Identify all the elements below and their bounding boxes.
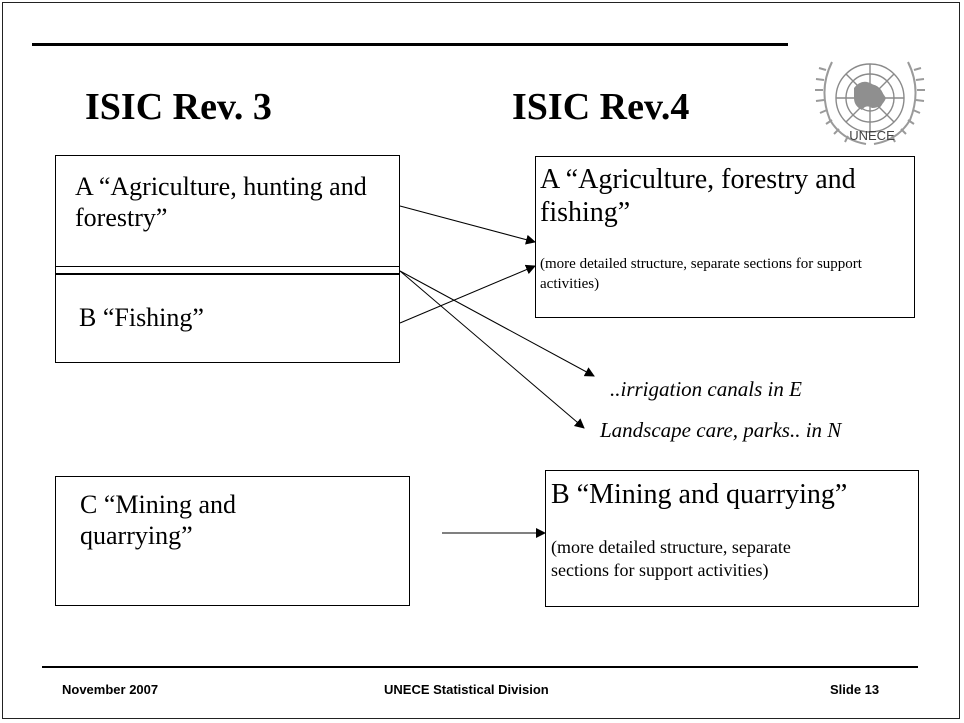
arrow-fishing-to-a <box>399 264 536 324</box>
rev3-separator-strip <box>55 266 400 274</box>
rev4-box-b-note: (more detailed structure, separate secti… <box>551 537 791 581</box>
rev3-box-b <box>55 274 400 363</box>
arrow-agriculture-to-a <box>399 205 536 245</box>
footer-date: November 2007 <box>62 682 159 697</box>
rev3-box-a-label: A “Agriculture, hunting and forestry” <box>75 172 367 232</box>
footer-rule <box>42 666 918 668</box>
rev3-box-c <box>55 476 410 606</box>
right-column-title: ISIC Rev.4 <box>512 86 690 128</box>
left-column-title: ISIC Rev. 3 <box>85 86 272 128</box>
arrow-strip-to-irrigation <box>399 270 595 377</box>
rev4-box-a-label: A “Agriculture, forestry and fishing” <box>540 164 856 229</box>
unece-logo-label: UNECE <box>849 128 895 143</box>
rev3-box-b-label: B “Fishing” <box>79 303 204 332</box>
rev4-box-a-note: (more detailed structure, separate secti… <box>540 256 862 293</box>
rev4-box-b <box>545 470 919 607</box>
un-emblem-icon <box>815 61 925 145</box>
top-rule <box>32 43 788 46</box>
rev3-box-c-label: C “Mining and quarrying” <box>80 490 236 550</box>
landscape-annotation: Landscape care, parks.. in N <box>600 418 842 442</box>
irrigation-annotation: ..irrigation canals in E <box>610 377 802 401</box>
arrow-strip-to-landscape <box>399 270 585 429</box>
rev4-box-b-label: B “Mining and quarrying” <box>551 479 848 510</box>
footer-slide-number: Slide 13 <box>830 682 880 697</box>
footer-organization: UNECE Statistical Division <box>384 682 549 697</box>
